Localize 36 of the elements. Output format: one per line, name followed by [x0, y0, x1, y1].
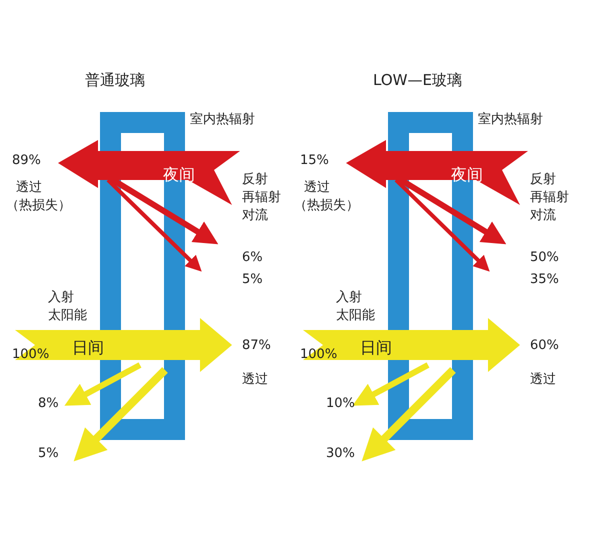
text-label: 反射: [530, 172, 556, 188]
percent-label: 8%: [38, 396, 59, 412]
panel-heading: 普通玻璃: [85, 72, 145, 88]
percent-label: 15%: [300, 153, 329, 169]
text-label: 透过: [16, 180, 42, 196]
text-label: 透过: [242, 372, 268, 388]
text-label: 太阳能: [48, 308, 87, 324]
percent-label: 87%: [242, 338, 271, 354]
arrow-label: 日间: [360, 340, 392, 356]
text-label: 对流: [530, 208, 556, 224]
arrow-label: 夜间: [451, 167, 483, 183]
text-label: 反射: [242, 172, 268, 188]
text-label: （热损失）: [6, 198, 71, 214]
percent-label: 30%: [326, 446, 355, 462]
text-label: 入射: [336, 290, 362, 306]
text-label: 再辐射: [242, 190, 281, 206]
percent-label: 10%: [326, 396, 355, 412]
text-label: 对流: [242, 208, 268, 224]
text-label: 入射: [48, 290, 74, 306]
text-label: 透过: [304, 180, 330, 196]
text-label: 再辐射: [530, 190, 569, 206]
percent-label: 5%: [242, 272, 263, 288]
text-label: 室内热辐射: [190, 112, 255, 128]
percent-label: 5%: [38, 446, 59, 462]
text-label: （热损失）: [294, 198, 359, 214]
text-label: 太阳能: [336, 308, 375, 324]
text-label: 室内热辐射: [478, 112, 543, 128]
percent-label: 6%: [242, 250, 263, 266]
arrow-label: 夜间: [163, 167, 195, 183]
text-label: 透过: [530, 372, 556, 388]
percent-label: 89%: [12, 153, 41, 169]
percent-label: 35%: [530, 272, 559, 288]
percent-label: 60%: [530, 338, 559, 354]
panel-heading: LOW—E玻璃: [373, 72, 462, 88]
percent-label: 50%: [530, 250, 559, 266]
arrow-label: 日间: [72, 340, 104, 356]
